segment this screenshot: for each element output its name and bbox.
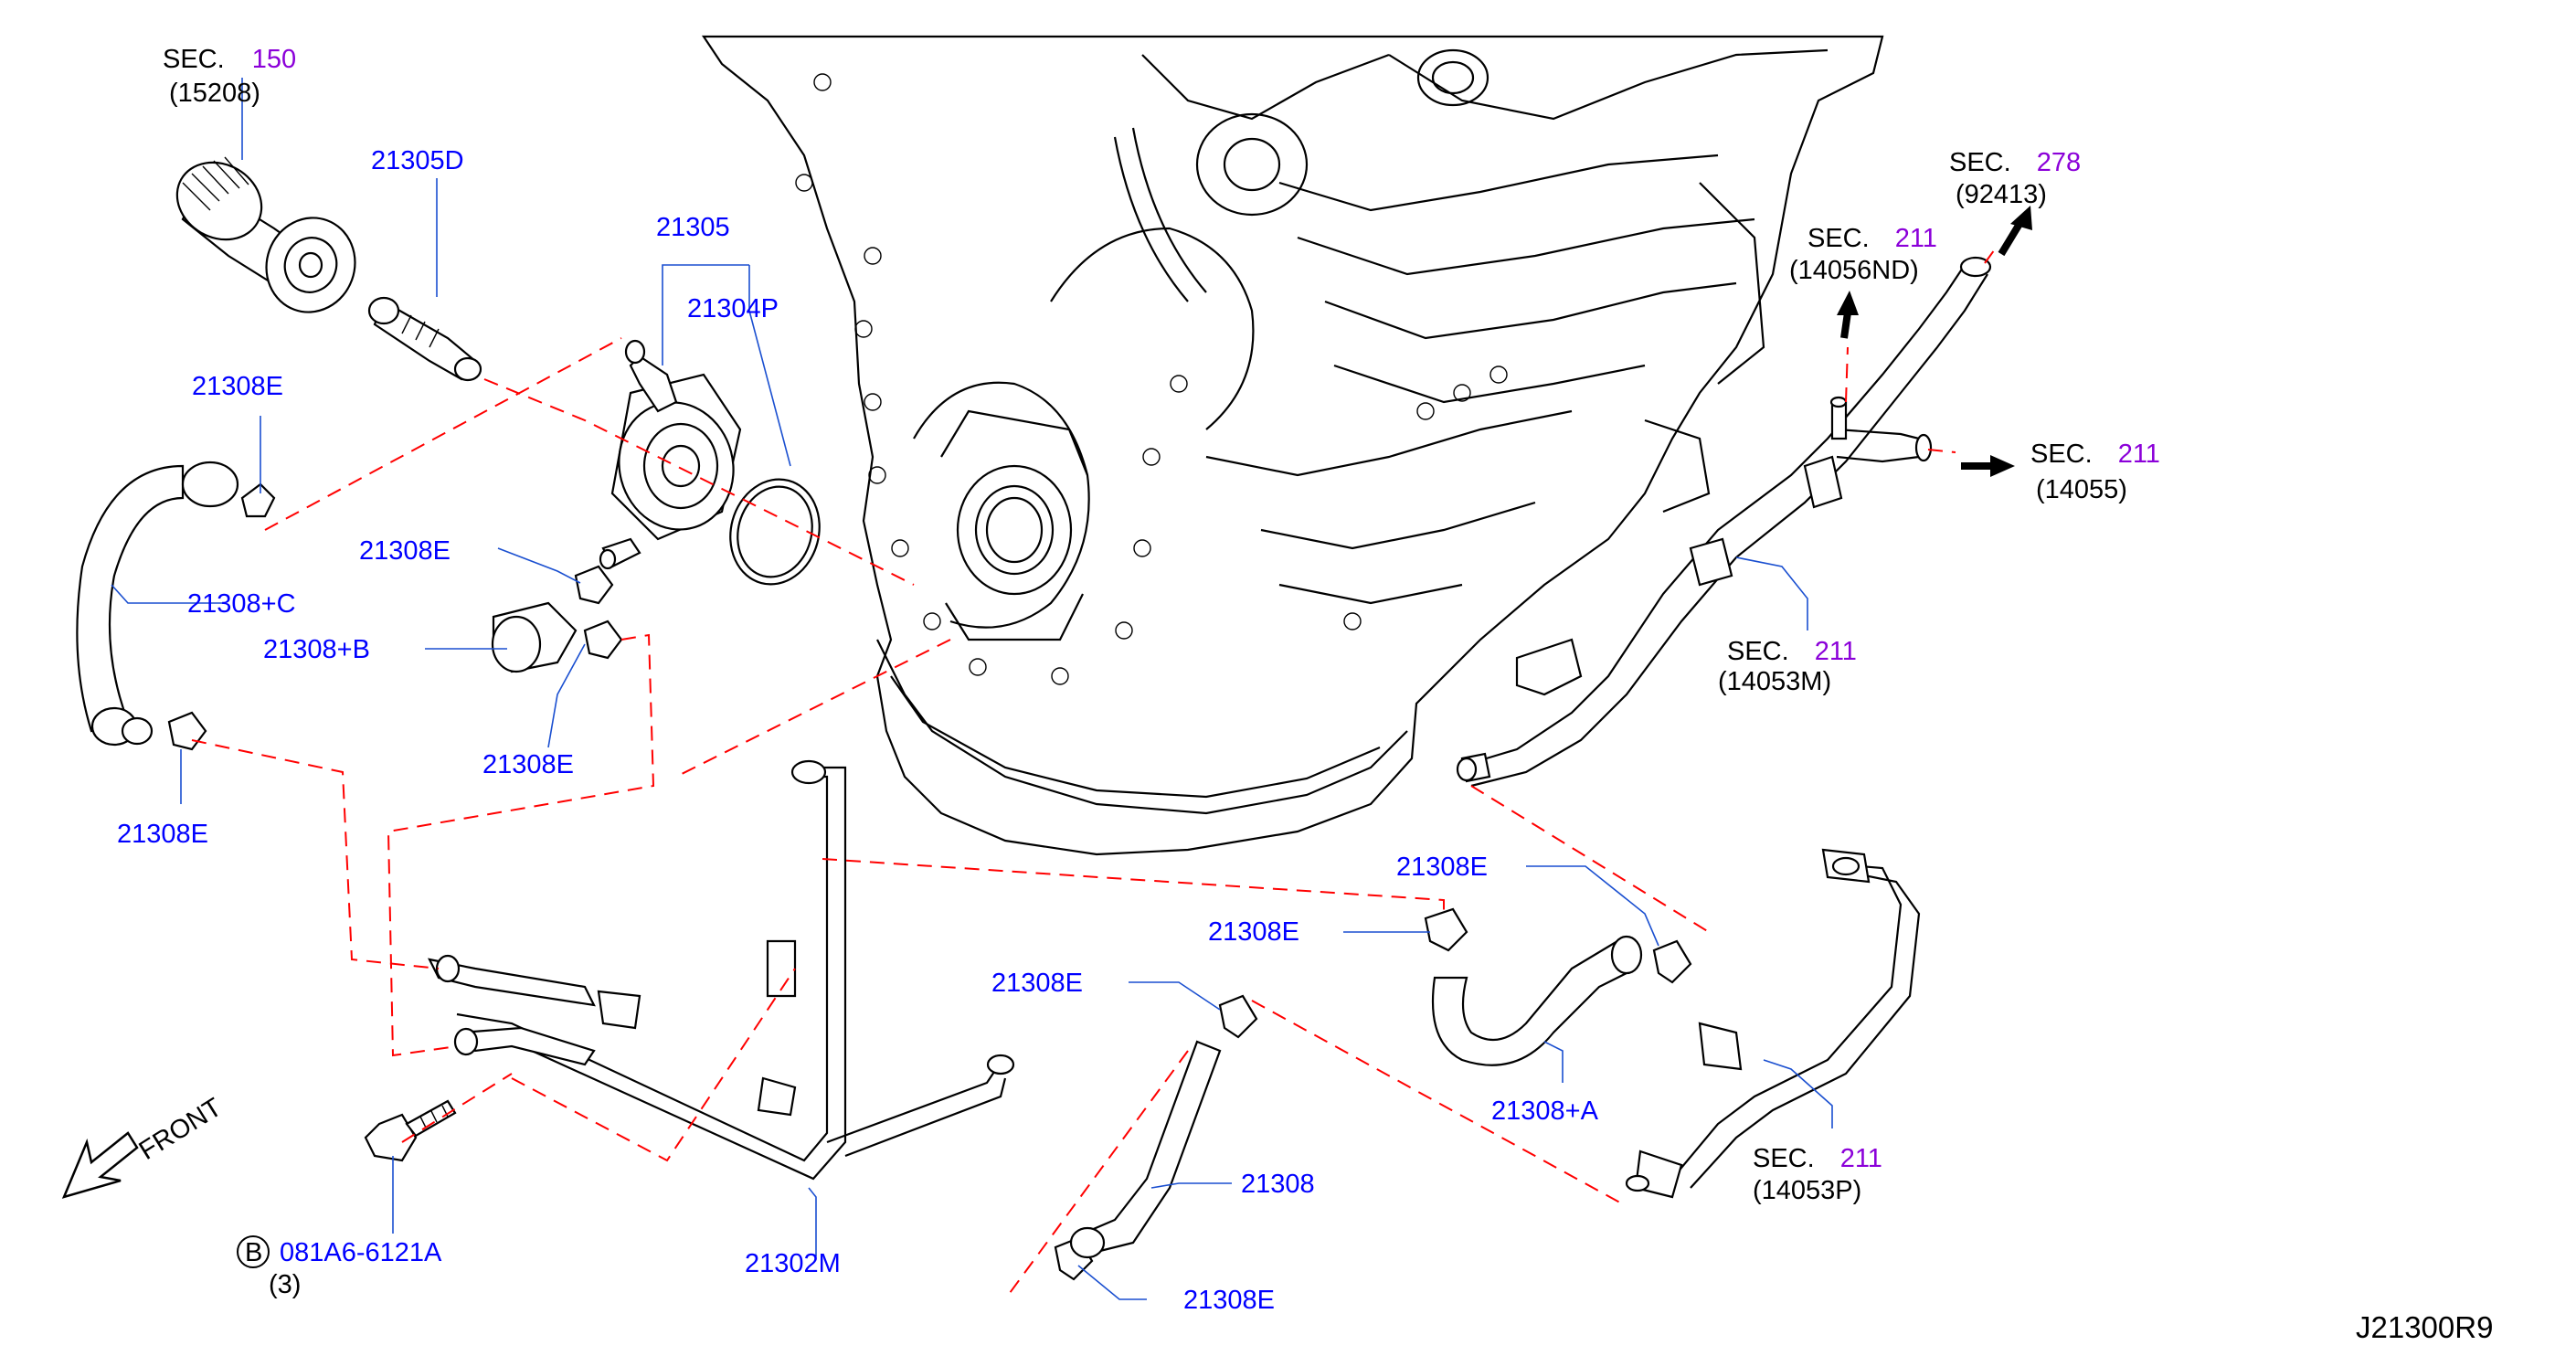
label-21308E-bottom: 21308E xyxy=(1183,1286,1275,1315)
sec-prefix: SEC. xyxy=(163,45,225,74)
sec-prefix: SEC. xyxy=(1807,224,1870,253)
hose-21308A xyxy=(1431,935,1643,1066)
label-21308E-center: 21308E xyxy=(991,969,1083,998)
label-sec278: SEC. 278 xyxy=(1949,148,2081,177)
label-21308E-right-mid: 21308E xyxy=(1208,917,1299,947)
label-21305D: 21305D xyxy=(371,146,464,175)
label-21304P: 21304P xyxy=(687,294,779,323)
connector-21305D xyxy=(367,296,482,382)
label-21308C: 21308+C xyxy=(187,589,296,619)
label-sec211-14053M: SEC. 211 xyxy=(1727,637,1857,666)
sec-number: 211 xyxy=(1895,224,1937,253)
ref-14053M: (14053M) xyxy=(1718,667,1831,696)
dashed-connectors xyxy=(191,246,1998,1294)
label-21305: 21305 xyxy=(656,213,730,242)
ref-14056ND: (14056ND) xyxy=(1789,256,1919,285)
bolt-circle-symbol xyxy=(237,1235,270,1268)
sec-number: 278 xyxy=(2037,148,2081,177)
sec-prefix: SEC. xyxy=(2030,440,2093,469)
ref-14055: (14055) xyxy=(2036,475,2127,504)
ref-92413: (92413) xyxy=(1956,180,2047,209)
sec-number: 150 xyxy=(252,45,296,74)
bolt-circle-letter: B xyxy=(245,1238,262,1267)
label-21308E-right-top: 21308E xyxy=(1396,853,1488,882)
hose-21308B xyxy=(491,601,578,673)
engine-block xyxy=(701,35,1884,856)
label-21308E-top-left: 21308E xyxy=(192,372,283,401)
ref-15208: (15208) xyxy=(169,79,260,108)
pipe-14053M xyxy=(1456,256,1992,788)
label-21308E-lower: 21308E xyxy=(482,750,574,779)
front-label: FRONT xyxy=(134,1093,228,1166)
label-21308B: 21308+B xyxy=(263,635,370,664)
sec-number: 211 xyxy=(1840,1144,1882,1173)
sec-prefix: SEC. xyxy=(1727,637,1789,666)
oil-filter xyxy=(175,156,356,313)
label-21308E-mid: 21308E xyxy=(359,536,451,566)
label-bolt-qty: (3) xyxy=(269,1270,301,1299)
label-21308: 21308 xyxy=(1241,1170,1315,1199)
label-sec150: SEC. 150 xyxy=(163,45,296,74)
sec-number: 211 xyxy=(2118,440,2160,469)
pipe-21302M xyxy=(428,759,1015,1181)
sec-prefix: SEC. xyxy=(1949,148,2011,177)
sec-number: 211 xyxy=(1815,637,1857,666)
label-21302M: 21302M xyxy=(745,1249,841,1278)
arrows xyxy=(1837,206,2032,477)
bolt-081A6-6121A xyxy=(364,1099,457,1162)
front-indicator xyxy=(61,1131,139,1199)
o-ring-21304P xyxy=(729,478,821,586)
pipe-14053P xyxy=(1625,848,1921,1199)
hose-21308C xyxy=(76,461,239,747)
diagram-id: J21300R9 xyxy=(2356,1310,2493,1344)
label-21308A: 21308+A xyxy=(1491,1096,1599,1126)
sec-prefix: SEC. xyxy=(1753,1144,1815,1173)
ref-14053P: (14053P) xyxy=(1753,1176,1861,1205)
label-sec211-14053P: SEC. 211 xyxy=(1753,1144,1882,1173)
label-sec211-14056ND: SEC. 211 xyxy=(1807,224,1937,253)
label-sec211-14055: SEC. 211 xyxy=(2030,440,2160,469)
hose-21308 xyxy=(1069,1040,1222,1259)
leader-lines xyxy=(111,78,1833,1300)
label-bolt-081A6-6121A: 081A6-6121A xyxy=(280,1238,442,1267)
oil-cooler-21305 xyxy=(599,339,742,570)
label-21308E-left: 21308E xyxy=(117,820,208,849)
